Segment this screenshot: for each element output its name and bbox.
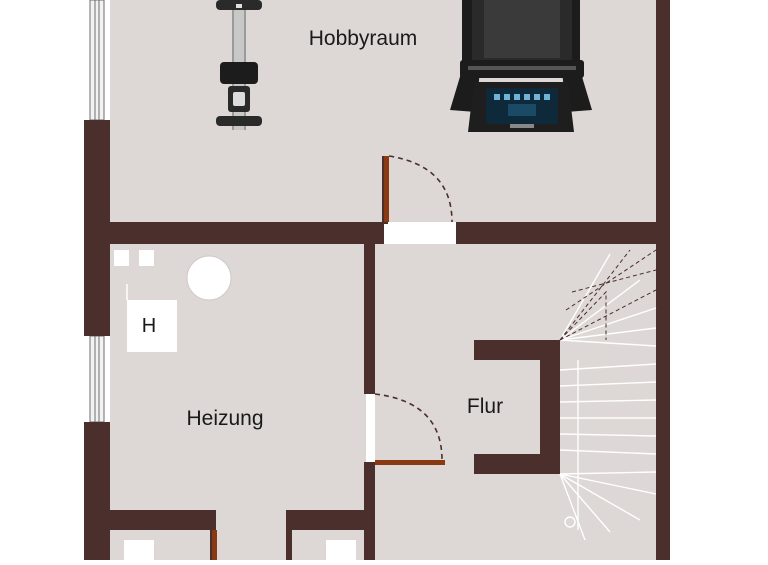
door-swings (374, 155, 453, 461)
heater-unit: H (126, 284, 177, 352)
wall-boxes (114, 250, 154, 266)
staircase-dashed (559, 249, 657, 341)
room-label-flur: Flur (467, 395, 503, 418)
walls (84, 0, 670, 560)
window-top-left (89, 0, 105, 121)
heater-label: H (142, 315, 156, 337)
window-mid-left (89, 335, 105, 423)
door-leaves (212, 156, 445, 560)
room-label-heizung: Heizung (186, 407, 263, 430)
treadmill-icon (450, 0, 592, 132)
room-label-hobbyraum: Hobbyraum (309, 27, 418, 50)
rowing-machine-icon (216, 0, 262, 130)
bottom-fixtures (124, 540, 356, 560)
boiler-tank-icon (186, 255, 232, 301)
